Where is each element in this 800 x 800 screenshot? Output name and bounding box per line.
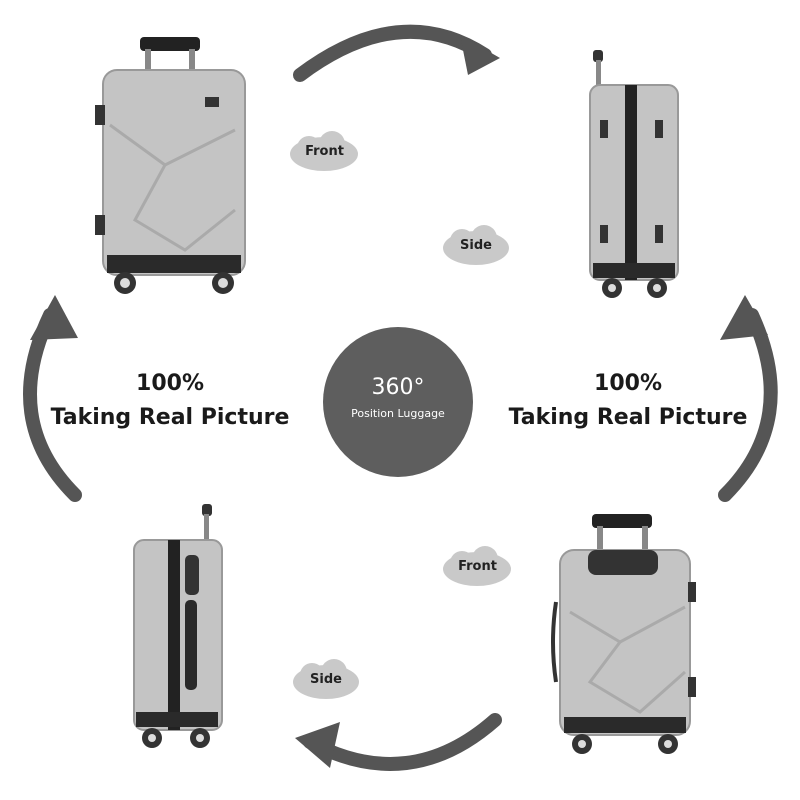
caption-right-line1: 100% bbox=[594, 371, 662, 396]
caption-right: 100% Taking Real Picture bbox=[503, 367, 753, 435]
caption-left: 100% Taking Real Picture bbox=[45, 367, 295, 435]
arrow-bottom bbox=[303, 713, 502, 771]
arrow-right-head bbox=[720, 295, 768, 340]
caption-left-line2: Taking Real Picture bbox=[50, 405, 290, 430]
center-caption: Position Luggage bbox=[351, 407, 445, 420]
label-top-side: Side bbox=[460, 238, 492, 253]
caption-right-line2: Taking Real Picture bbox=[508, 405, 748, 430]
arrow-top bbox=[293, 24, 492, 82]
cloud-bottom-front bbox=[443, 546, 511, 586]
label-bottom-side: Side bbox=[310, 672, 342, 687]
suitcase-side-top-right bbox=[589, 50, 679, 298]
cloud-bottom-side bbox=[293, 659, 359, 699]
arrow-left-head bbox=[30, 295, 78, 340]
cloud-top-side bbox=[443, 225, 509, 265]
arrow-left bbox=[23, 308, 82, 502]
center-badge: 360° Position Luggage bbox=[323, 327, 473, 477]
label-bottom-front: Front bbox=[458, 559, 497, 574]
cloud-top-front bbox=[290, 131, 358, 171]
center-degrees: 360° bbox=[371, 375, 425, 400]
caption-left-line1: 100% bbox=[136, 371, 204, 396]
arrow-top-head bbox=[460, 35, 500, 75]
label-top-front: Front bbox=[305, 144, 344, 159]
suitcase-front-top-left bbox=[95, 37, 246, 294]
suitcase-side-bottom-left bbox=[133, 504, 223, 748]
arrow-bottom-head bbox=[295, 722, 340, 768]
suitcase-front-bottom-right bbox=[551, 514, 696, 754]
arrow-right bbox=[718, 308, 778, 502]
